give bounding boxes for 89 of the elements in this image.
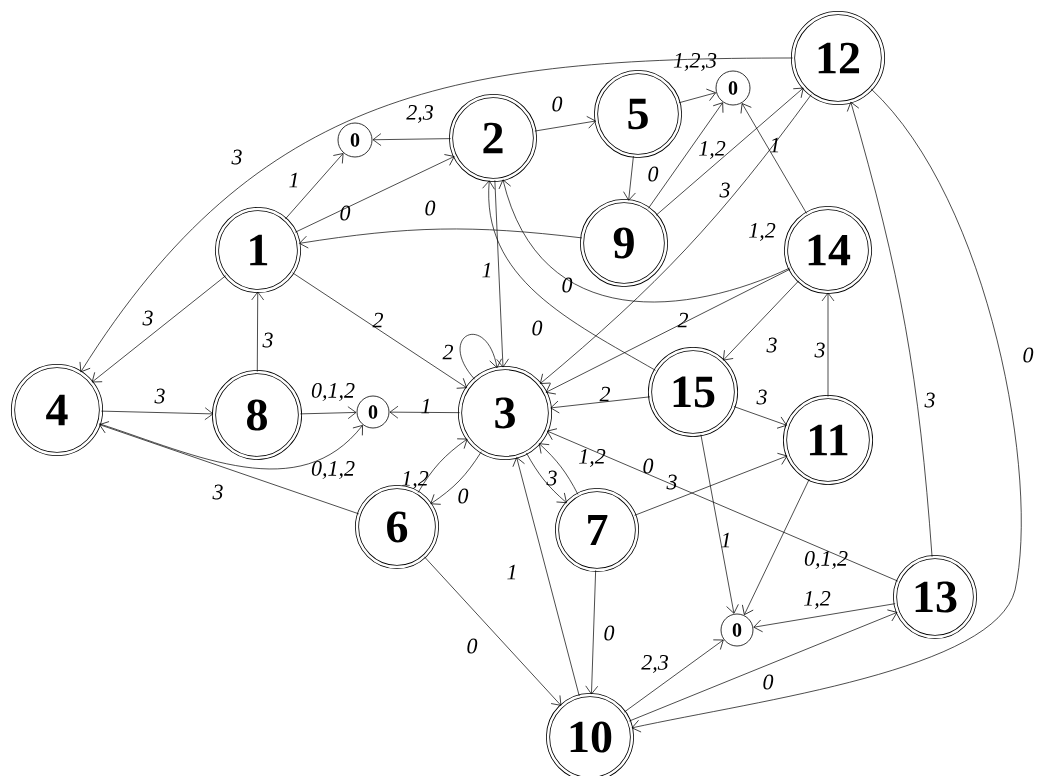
edge-label: 1 — [289, 172, 298, 188]
edge-label: 0,1,2 — [311, 383, 355, 401]
edge-label: 0 — [604, 625, 615, 641]
arrow — [634, 452, 788, 516]
edge-label: 2 — [372, 312, 384, 328]
arrow — [585, 570, 599, 695]
edge-label: 0 — [425, 200, 436, 216]
edge-label: 0 — [467, 638, 478, 654]
arrow — [494, 180, 509, 368]
edge-label: 0 — [648, 166, 659, 182]
edge-label: 2 — [442, 344, 454, 360]
arrow — [98, 423, 363, 470]
arrow — [417, 438, 468, 493]
edge-label: 3 — [814, 342, 825, 358]
edge-label: 0,1,2 — [804, 551, 848, 569]
edge-label: 0 — [643, 458, 654, 474]
edge-label: 3 — [719, 182, 730, 198]
edge-label: 3 — [212, 484, 223, 500]
arrow — [482, 180, 656, 371]
edge-label: 3 — [666, 474, 677, 490]
arrow — [389, 405, 460, 419]
arrow — [292, 272, 467, 389]
edge-label: 3 — [262, 332, 273, 348]
arrow — [99, 421, 360, 515]
edge-label: 2,3 — [406, 105, 433, 123]
edge-label: 0 — [552, 96, 563, 112]
edge-label: 1,2 — [579, 449, 606, 467]
edge-label: 1 — [770, 137, 779, 153]
edge-label: 2 — [599, 386, 611, 402]
arrow — [678, 88, 716, 104]
arrow — [101, 407, 214, 421]
arrow — [700, 434, 739, 614]
edge-label: 1 — [721, 532, 730, 548]
arrow — [740, 103, 807, 214]
arrow — [430, 451, 482, 505]
arrow — [753, 603, 896, 633]
edge-label: 3 — [142, 310, 153, 326]
edge-label: 0 — [763, 674, 774, 690]
edge-label: 3 — [924, 392, 935, 408]
arrow — [742, 478, 810, 616]
edge-label: 3 — [756, 389, 767, 405]
edge-label: 0 — [562, 277, 573, 293]
edge-label: 1 — [482, 262, 491, 278]
arrow — [295, 154, 455, 233]
edge-label: 1,2,3 — [673, 53, 717, 71]
arrow — [821, 292, 835, 397]
arrow — [534, 116, 596, 132]
arrow — [424, 556, 562, 706]
edge-label: 3 — [154, 388, 165, 404]
arrow — [300, 406, 357, 419]
edge-label: 0 — [340, 205, 351, 221]
arrow — [631, 88, 1022, 733]
arrow — [538, 443, 579, 495]
arrow — [91, 275, 226, 383]
edge-label: 3 — [231, 149, 242, 165]
edge-label: 1,2 — [749, 223, 776, 241]
arrow — [372, 133, 451, 146]
edge-label: 3 — [766, 337, 777, 353]
arrow — [251, 291, 265, 372]
edge-label: 0 — [532, 320, 543, 336]
arrow — [623, 155, 636, 201]
edge-label: 3 — [546, 470, 557, 486]
arrow — [498, 179, 790, 303]
edge-label: 1,2 — [699, 141, 726, 159]
arrow — [655, 87, 804, 216]
arrow — [545, 268, 791, 395]
edge-label: 0 — [1023, 347, 1034, 363]
arrow — [459, 333, 502, 380]
arrow — [539, 94, 812, 384]
edge-label: 0,1,2 — [311, 461, 355, 479]
edge-label: 1,2 — [804, 591, 831, 609]
edge-label: 2,3 — [641, 655, 668, 673]
arrow — [299, 228, 583, 249]
arrow — [512, 457, 580, 697]
arrow — [79, 57, 793, 373]
edge-label: 1 — [507, 564, 516, 580]
arrow — [285, 153, 344, 220]
edge-label: 2 — [677, 312, 689, 328]
arrow — [733, 406, 787, 429]
arrow — [648, 102, 724, 209]
edge-label: 0 — [458, 488, 469, 504]
arrow — [722, 280, 800, 361]
edge-label: 1 — [421, 398, 430, 414]
arrow — [628, 609, 898, 722]
arrow — [546, 428, 899, 582]
arrow — [550, 396, 651, 414]
arrow — [526, 452, 567, 504]
arrow — [846, 101, 933, 558]
arrow — [623, 639, 724, 713]
